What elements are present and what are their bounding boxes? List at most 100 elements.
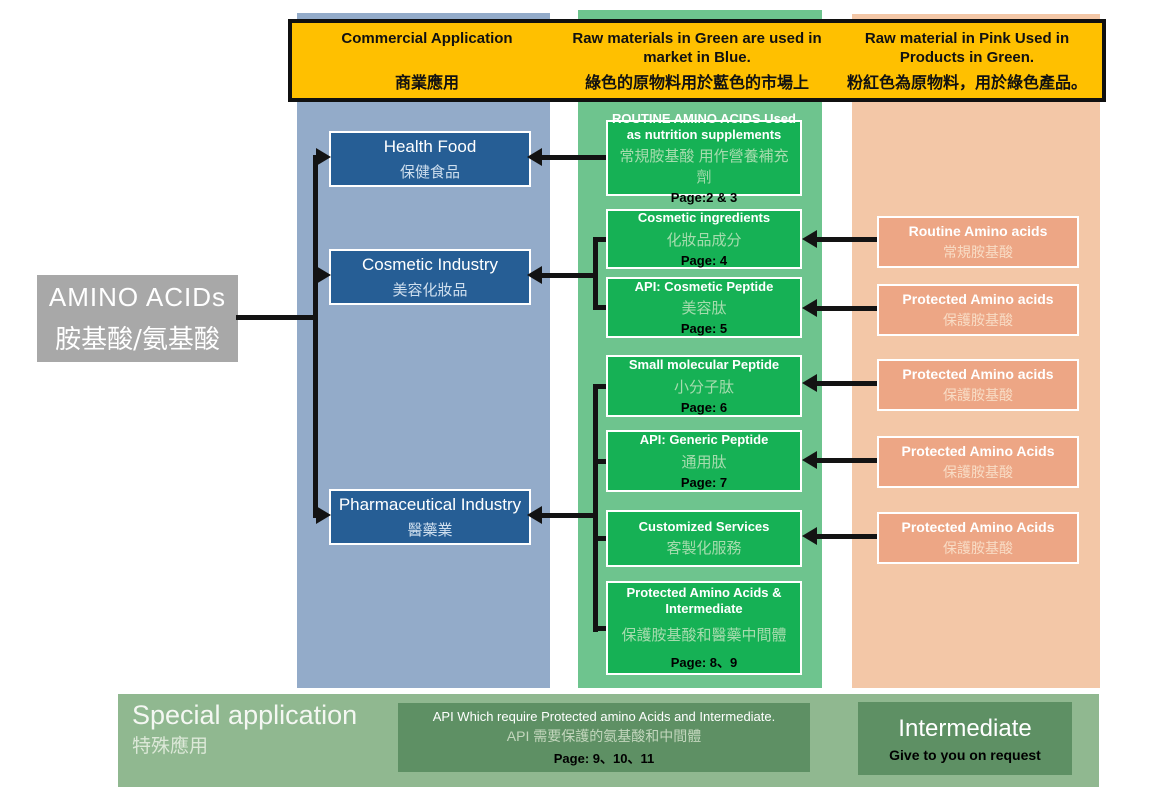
product-box-protected-amino-acids-intermediate: Protected Amino Acids & Intermediate 保護胺… xyxy=(606,581,802,675)
arrow-into-health-food-icon xyxy=(316,148,331,166)
product-box-customized-services: Customized Services 客製化服務 xyxy=(606,510,802,567)
connector-cosmetic-bracket-vertical xyxy=(593,237,598,310)
connector-protected-raw-to-small-peptide xyxy=(817,381,877,386)
connector-root-horizontal xyxy=(236,315,318,320)
market-label-zh: 醫藥業 xyxy=(407,521,453,539)
root-box-amino-acids: AMINO ACIDs 胺基酸/氨基酸 xyxy=(37,275,238,362)
legend-green-note: Raw materials in Green are used in marke… xyxy=(562,23,832,98)
arrow-raw-to-customized-services-icon xyxy=(802,527,817,545)
product-page-ref: Page: 7 xyxy=(680,474,728,490)
raw-box-protected-amino-acids-1: Protected Amino acids 保護胺基酸 xyxy=(877,284,1079,336)
product-label-zh: 常規胺基酸 用作營養補充劑 xyxy=(619,148,789,187)
intermediate-box: Intermediate Give to you on request xyxy=(858,702,1072,775)
raw-label-en: Protected Amino acids xyxy=(902,290,1054,307)
connector-cosmetic-ingredients-stub xyxy=(598,237,606,242)
root-title-zh: 胺基酸/氨基酸 xyxy=(55,324,220,355)
raw-label-en: Routine Amino acids xyxy=(908,222,1048,239)
blue-market-column xyxy=(297,13,550,688)
legend-commercial-zh: 商業應用 xyxy=(394,75,459,92)
product-label-zh: 通用肽 xyxy=(681,453,727,471)
product-label-zh: 美容肽 xyxy=(681,300,727,318)
raw-label-zh: 常規胺基酸 xyxy=(943,243,1013,260)
product-box-api-generic-peptide: API: Generic Peptide 通用肽 Page: 7 xyxy=(606,430,802,492)
product-label-en: ROUTINE AMINO ACIDS Used as nutrition su… xyxy=(612,110,796,142)
arrow-into-pharmaceutical-icon xyxy=(316,506,331,524)
api-box-zh: API 需要保護的氨基酸和中間體 xyxy=(506,727,702,744)
connector-protected-raw-to-generic-peptide xyxy=(817,458,877,463)
connector-customized-services-stub xyxy=(598,536,606,541)
market-label-zh: 保健食品 xyxy=(399,163,460,181)
arrow-raw-to-cosmetic-peptide-icon xyxy=(802,299,817,317)
legend-green-note-en: Raw materials in Green are used in marke… xyxy=(572,30,822,66)
connector-bracket-to-pharmaceutical xyxy=(542,513,593,518)
arrow-raw-to-small-peptide-icon xyxy=(802,374,817,392)
product-page-ref: Page:2 & 3 xyxy=(670,190,738,206)
product-page-ref: Page: 4 xyxy=(680,252,728,268)
arrow-into-pharmaceutical-box-icon xyxy=(527,506,542,524)
raw-box-protected-amino-acids-4: Protected Amino Acids 保護胺基酸 xyxy=(877,512,1079,564)
market-box-health-food: Health Food 保健食品 xyxy=(329,131,531,187)
product-page-ref: Page: 8、9 xyxy=(670,654,738,670)
product-label-en: Small molecular Peptide xyxy=(628,357,780,373)
product-label-en: API: Generic Peptide xyxy=(639,432,769,448)
intermediate-note: Give to you on request xyxy=(889,746,1041,763)
market-box-cosmetic-industry: Cosmetic Industry 美容化妝品 xyxy=(329,249,531,305)
market-label-en: Health Food xyxy=(383,136,477,156)
market-label-en: Cosmetic Industry xyxy=(361,254,499,274)
product-label-zh: 保護胺基酸和醫藥中間體 xyxy=(621,626,787,644)
raw-box-routine-amino-acids: Routine Amino acids 常規胺基酸 xyxy=(877,216,1079,268)
arrow-routine-to-health-food-icon xyxy=(527,148,542,166)
legend-commercial: Commercial Application 商業應用 xyxy=(292,23,562,98)
product-page-ref: Page: 6 xyxy=(680,399,728,415)
connector-routine-to-health-food xyxy=(542,155,606,160)
raw-label-en: Protected Amino Acids xyxy=(901,518,1055,535)
raw-label-en: Protected Amino Acids xyxy=(901,442,1055,459)
market-label-zh: 美容化妝品 xyxy=(392,281,468,299)
product-label-en: API: Cosmetic Peptide xyxy=(634,278,774,294)
raw-label-zh: 保護胺基酸 xyxy=(943,539,1013,556)
legend-pink-note-zh: 粉紅色為原物料，用於綠色產品。 xyxy=(846,75,1087,92)
arrow-into-cosmetic-industry-icon xyxy=(316,266,331,284)
product-label-zh: 化妝品成分 xyxy=(666,231,742,249)
api-box-page-ref: Page: 9、10、11 xyxy=(553,750,655,766)
product-box-routine-amino-acids: ROUTINE AMINO ACIDS Used as nutrition su… xyxy=(606,111,802,205)
raw-box-protected-amino-acids-3: Protected Amino Acids 保護胺基酸 xyxy=(877,436,1079,488)
connector-protected-intermediate-stub xyxy=(598,626,606,631)
special-application-en: Special application xyxy=(132,700,358,730)
connector-small-peptide-stub xyxy=(598,384,606,389)
connector-protected-raw-to-customized-services xyxy=(817,534,877,539)
raw-label-en: Protected Amino acids xyxy=(902,365,1054,382)
market-box-pharmaceutical-industry: Pharmaceutical Industry 醫藥業 xyxy=(329,489,531,545)
api-protected-box: API Which require Protected amino Acids … xyxy=(398,703,810,772)
product-label-zh: 客製化服務 xyxy=(666,540,742,558)
connector-root-vertical xyxy=(313,155,318,518)
root-title-en: AMINO ACIDs xyxy=(48,281,227,312)
arrow-into-cosmetic-industry-box-icon xyxy=(527,266,542,284)
product-label-en: Protected Amino Acids & Intermediate xyxy=(626,585,782,616)
raw-label-zh: 保護胺基酸 xyxy=(943,311,1013,328)
product-box-small-molecular-peptide: Small molecular Peptide 小分子肽 Page: 6 xyxy=(606,355,802,417)
special-application-title: Special application 特殊應用 xyxy=(132,700,357,758)
legend-header: Commercial Application 商業應用 Raw material… xyxy=(288,19,1106,102)
connector-cosmetic-peptide-stub xyxy=(598,305,606,310)
legend-pink-note: Raw material in Pink Used in Products in… xyxy=(832,23,1102,98)
market-label-en: Pharmaceutical Industry xyxy=(338,494,522,514)
special-application-zh: 特殊應用 xyxy=(132,736,209,758)
connector-protected-raw-to-cosmetic-peptide xyxy=(817,306,877,311)
product-label-zh: 小分子肽 xyxy=(673,378,734,396)
raw-label-zh: 保護胺基酸 xyxy=(943,386,1013,403)
product-label-en: Customized Services xyxy=(638,518,770,534)
legend-commercial-en: Commercial Application xyxy=(341,30,513,47)
connector-pharma-bracket-vertical xyxy=(593,384,598,632)
api-box-en: API Which require Protected amino Acids … xyxy=(432,708,776,724)
raw-label-zh: 保護胺基酸 xyxy=(943,463,1013,480)
product-box-cosmetic-ingredients: Cosmetic ingredients 化妝品成分 Page: 4 xyxy=(606,209,802,269)
special-application-bar: Special application 特殊應用 API Which requi… xyxy=(118,694,1099,787)
intermediate-title: Intermediate xyxy=(898,714,1032,742)
product-page-ref: Page: 5 xyxy=(680,321,728,337)
arrow-raw-to-generic-peptide-icon xyxy=(802,451,817,469)
connector-routine-raw-to-cosmetic-ingredients xyxy=(817,237,877,242)
pink-raw-material-column xyxy=(852,14,1100,688)
product-label-en: Cosmetic ingredients xyxy=(637,210,771,226)
